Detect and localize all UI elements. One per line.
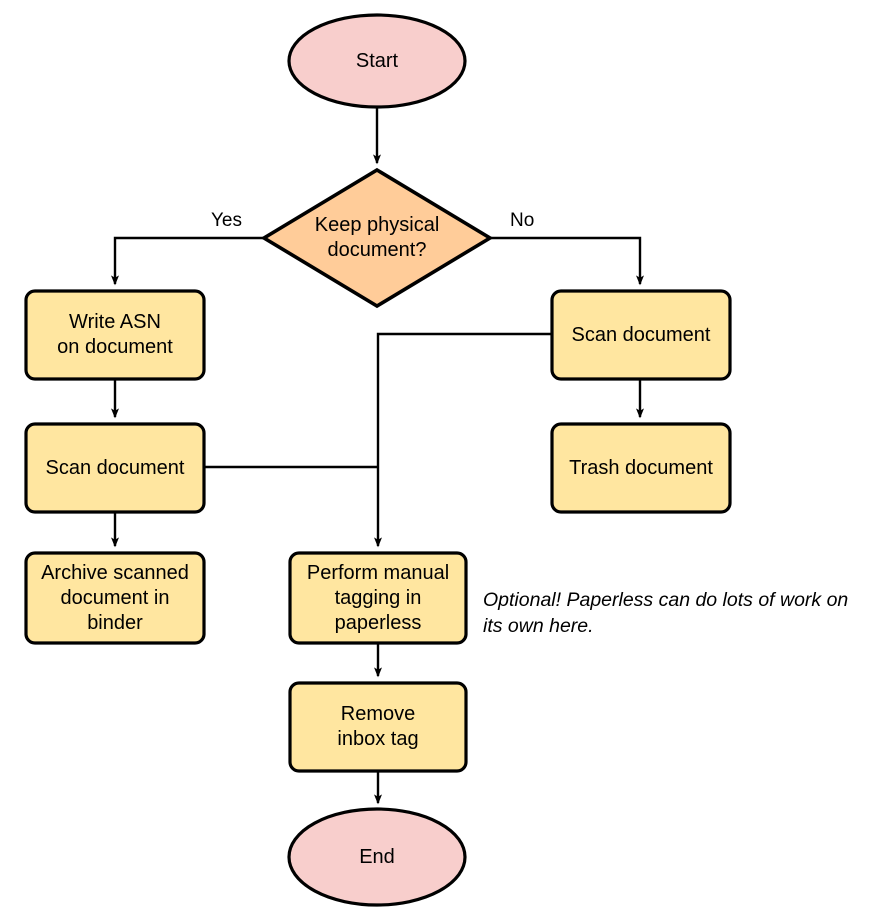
node-manual-tagging-shape[interactable] (288, 551, 468, 645)
edge-decision-no-to-scan-right (490, 236, 644, 286)
node-end-shape[interactable] (287, 807, 467, 907)
edge-label-yes: Yes (211, 210, 242, 231)
node-start-shape[interactable] (287, 13, 467, 109)
node-scan-left-shape[interactable] (24, 422, 206, 514)
node-write-asn-shape[interactable] (24, 289, 206, 381)
edge-scan-right-to-manual-tagging (374, 332, 552, 548)
node-scan-right-shape[interactable] (550, 289, 732, 381)
edge-decision-yes-to-write-asn (111, 236, 264, 286)
node-trash-shape[interactable] (550, 422, 732, 514)
node-remove-inbox-shape[interactable] (288, 681, 468, 773)
node-decision-shape[interactable] (260, 167, 494, 309)
node-archive-shape[interactable] (24, 551, 206, 645)
annotation-optional-note: Optional! Paperless can do lots of work … (483, 589, 849, 637)
edge-label-no: No (510, 210, 535, 231)
